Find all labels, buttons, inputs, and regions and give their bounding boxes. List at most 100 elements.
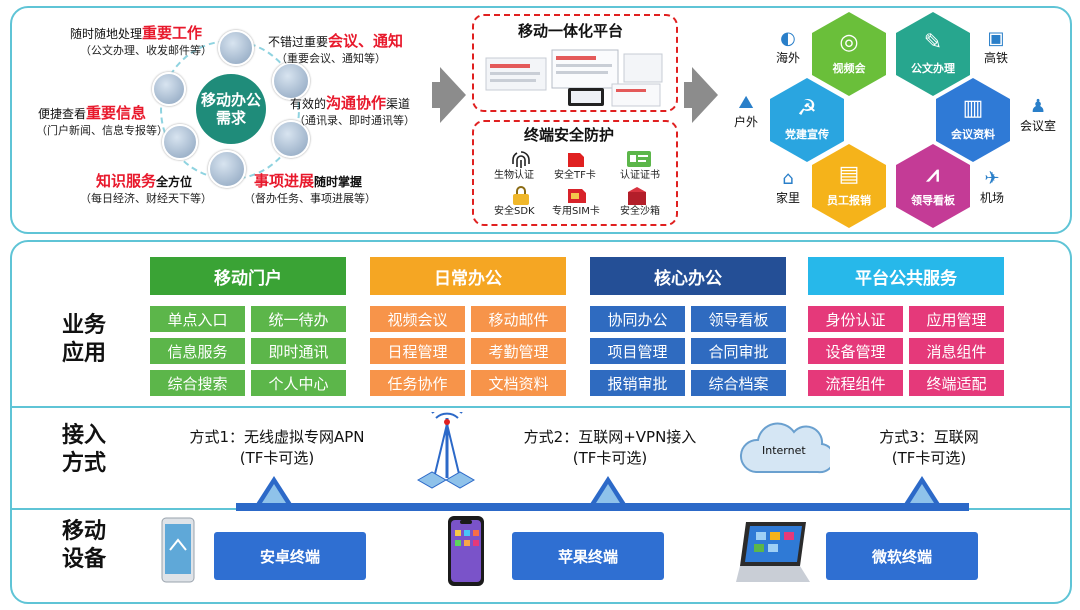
internet-label: Internet	[762, 444, 806, 457]
need-2: 不错过重要会议、通知	[268, 32, 404, 50]
need-3-sub: （门户新闻、信息专报等）	[36, 124, 168, 137]
security-item-6: 安全沙箱	[620, 206, 660, 217]
fingerprint-icon	[512, 151, 530, 168]
reader-photo	[152, 72, 186, 106]
platform-title: 移动一体化平台	[518, 22, 624, 40]
chart-icon: ⩘	[926, 162, 940, 187]
access-bus-bar	[236, 503, 969, 511]
internet-cloud-icon	[740, 422, 830, 474]
scene-airport: ✈机场	[980, 168, 1005, 205]
certificate-icon	[627, 151, 651, 167]
chip-workflow[interactable]: 流程组件	[808, 370, 903, 396]
scene-outdoor: ⛰户外	[734, 92, 759, 129]
needs-center: 移动办公需求	[196, 74, 266, 144]
chip-message[interactable]: 消息组件	[909, 338, 1004, 364]
chip-im[interactable]: 即时通讯	[251, 338, 346, 364]
flow-arrow-1	[440, 67, 466, 123]
knowledge-photo	[162, 124, 198, 160]
progress-photo	[208, 150, 246, 188]
chip-contract[interactable]: 合同审批	[691, 338, 786, 364]
flow-arrow-2	[692, 67, 718, 123]
category-mobile-portal: 移动门户	[150, 257, 346, 295]
category-public-services: 平台公共服务	[808, 257, 1004, 295]
chip-archive[interactable]: 综合档案	[691, 370, 786, 396]
need-1-sub: （公文办理、收发邮件等）	[80, 44, 212, 57]
row-label-access: 接入方式	[61, 423, 106, 476]
security-item-2: 安全TF卡	[554, 170, 596, 181]
access-pointer-3-inner	[910, 484, 934, 503]
need-3: 便捷查看重要信息	[38, 104, 147, 122]
device-android[interactable]: 安卓终端	[214, 532, 366, 580]
row-label-business: 业务应用	[61, 313, 106, 366]
access-method-3: 方式3：互联网(TF卡可选)	[879, 428, 979, 467]
chip-info-service[interactable]: 信息服务	[150, 338, 245, 364]
row-label-devices: 移动设备	[61, 519, 106, 572]
category-daily-office: 日常办公	[370, 257, 566, 295]
chip-terminal-adapt[interactable]: 终端适配	[909, 370, 1004, 396]
chip-sso[interactable]: 单点入口	[150, 306, 245, 332]
flow-arrow-2-stem	[684, 82, 694, 108]
sim-card-icon	[568, 189, 586, 203]
scene-home: ⌂家里	[776, 168, 801, 205]
chip-search[interactable]: 综合搜索	[150, 370, 245, 396]
meeting-photo	[272, 62, 310, 100]
lock-icon	[513, 186, 529, 205]
chip-todo[interactable]: 统一待办	[251, 306, 346, 332]
security-title: 终端安全防护	[524, 126, 615, 144]
need-1: 随时随地处理重要工作	[70, 24, 203, 42]
chip-personal[interactable]: 个人中心	[251, 370, 346, 396]
chip-docs[interactable]: 文档资料	[471, 370, 566, 396]
train-icon: ▣	[987, 28, 1005, 49]
chip-schedule[interactable]: 日程管理	[370, 338, 465, 364]
chip-video-conf[interactable]: 视频会议	[370, 306, 465, 332]
access-pointer-2-inner	[596, 484, 620, 503]
chip-app-mgmt[interactable]: 应用管理	[909, 306, 1004, 332]
security-box	[472, 120, 678, 226]
airplane-icon: ✈	[984, 168, 1000, 189]
chip-mail[interactable]: 移动邮件	[471, 306, 566, 332]
need-4-sub: （通讯录、即时通讯等）	[294, 114, 415, 127]
security-item-5: 专用SIM卡	[552, 206, 600, 217]
flow-arrow-1-stem	[432, 82, 442, 108]
worker-photo	[218, 30, 254, 66]
iphone-icon	[448, 516, 484, 586]
chip-reimbursement[interactable]: 报销审批	[590, 370, 685, 396]
chip-device-mgmt[interactable]: 设备管理	[808, 338, 903, 364]
scene-train: ▣高铁	[984, 28, 1009, 65]
scene-meeting-room: ♟会议室	[1020, 96, 1057, 133]
divider-business-access	[12, 406, 1070, 408]
tf-card-icon	[568, 153, 584, 167]
chip-collab[interactable]: 协同办公	[590, 306, 685, 332]
book-icon: ▥	[962, 96, 984, 121]
need-6: 事项进展随时掌握	[254, 172, 363, 190]
chip-leader-board[interactable]: 领导看板	[691, 306, 786, 332]
access-method-1: 方式1：无线虚拟专网APN(TF卡可选)	[189, 428, 365, 467]
home-icon: ⌂	[782, 168, 794, 189]
surface-tablet-icon	[736, 522, 810, 582]
need-5: 知识服务全方位	[96, 172, 193, 190]
chip-auth[interactable]: 身份认证	[808, 306, 903, 332]
security-item-1: 生物认证	[494, 170, 534, 181]
platform-screens-illustration	[485, 49, 663, 107]
chip-task[interactable]: 任务协作	[370, 370, 465, 396]
access-method-2: 方式2：互联网+VPN接入(TF卡可选)	[523, 428, 697, 467]
access-pointer-1-inner	[262, 484, 286, 503]
need-4: 有效的沟通协作渠道	[290, 94, 411, 112]
chip-project[interactable]: 项目管理	[590, 338, 685, 364]
tower-icon	[416, 412, 476, 489]
globe-icon: ◐	[780, 28, 796, 49]
chip-attendance[interactable]: 考勤管理	[471, 338, 566, 364]
security-item-3: 认证证书	[620, 170, 660, 181]
need-5-sub: （每日经济、财经天下等）	[80, 192, 212, 205]
edit-icon: ✎	[923, 30, 943, 55]
need-2-sub: （重要会议、通知等）	[276, 52, 386, 65]
device-apple[interactable]: 苹果终端	[512, 532, 664, 580]
device-microsoft[interactable]: 微软终端	[826, 532, 978, 580]
party-icon: ☭	[797, 96, 817, 121]
chat-photo	[272, 120, 310, 158]
receipt-icon: ▤	[838, 162, 860, 187]
sandbox-icon	[628, 187, 646, 205]
security-item-4: 安全SDK	[494, 206, 535, 217]
scene-overseas: ◐海外	[776, 28, 801, 65]
category-core-office: 核心办公	[590, 257, 786, 295]
